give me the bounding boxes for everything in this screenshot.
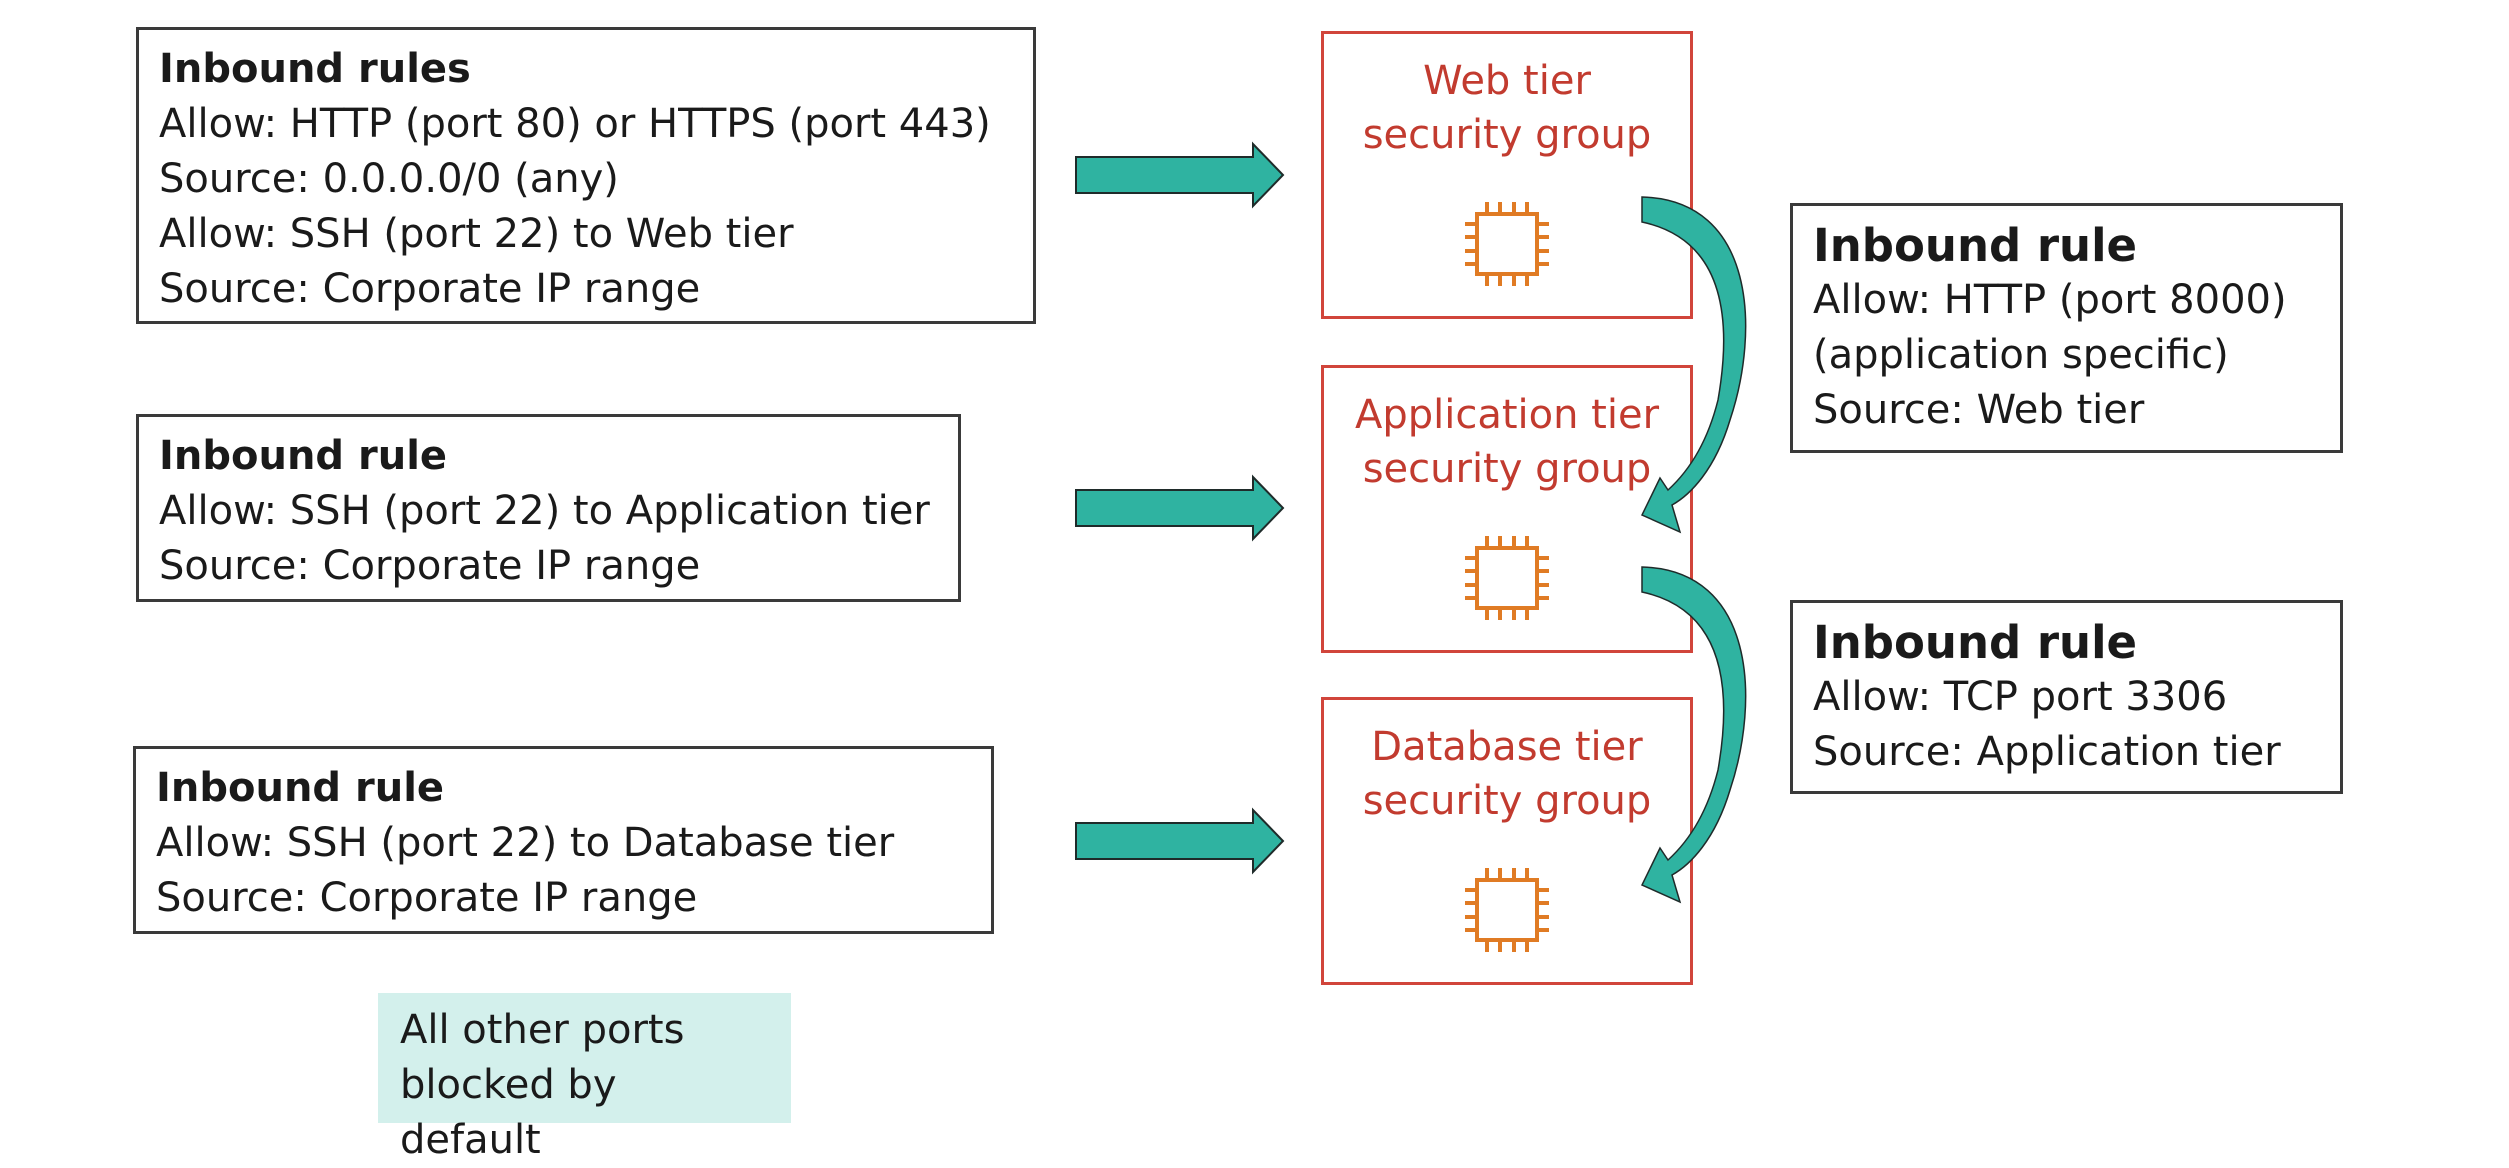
rule-line: Allow: TCP port 3306: [1813, 674, 2228, 720]
rule-line: Allow: SSH (port 22) to Web tier: [159, 211, 794, 257]
application-to-database-inbound-rule-box: Inbound rule Allow: TCP port 3306 Source…: [1790, 600, 2343, 794]
application-tier-security-group: Application tier security group: [1321, 365, 1693, 653]
application-tier-inbound-rule-box: Inbound rule Allow: SSH (port 22) to App…: [136, 414, 961, 602]
security-group-title: Web tier security group: [1324, 54, 1690, 162]
security-group-title: Database tier security group: [1324, 720, 1690, 828]
security-group-title: Application tier security group: [1324, 388, 1690, 496]
note-line1: All other ports: [400, 1007, 685, 1053]
arrows-layer: [1075, 141, 1747, 904]
arrow-to-database-tier: [1075, 807, 1285, 875]
arrow-to-web-tier: [1075, 141, 1285, 209]
chip-icon: [1465, 536, 1549, 620]
security-group-title-line1: Database tier: [1371, 724, 1643, 770]
curved-arrow-application-to-database: [1640, 566, 1747, 904]
security-group-title-line2: security group: [1362, 446, 1652, 492]
security-group-title-line2: security group: [1362, 778, 1652, 824]
rule-line: Allow: HTTP (port 80) or HTTPS (port 443…: [159, 101, 991, 147]
rule-line: Source: Application tier: [1813, 729, 2281, 775]
curved-arrow-web-to-application: [1640, 196, 1747, 534]
rule-title: Inbound rule: [1813, 616, 2138, 669]
rule-line: Source: 0.0.0.0/0 (any): [159, 156, 619, 202]
security-group-title-line2: security group: [1362, 112, 1652, 158]
rule-line: (application specific): [1813, 332, 2229, 378]
rule-line: Source: Corporate IP range: [159, 543, 701, 589]
rule-line: Source: Corporate IP range: [156, 875, 698, 921]
rule-title: Inbound rule: [156, 765, 445, 811]
rule-line: Source: Web tier: [1813, 387, 2145, 433]
chip-icon: [1465, 868, 1549, 952]
web-to-application-inbound-rule-box: Inbound rule Allow: HTTP (port 8000) (ap…: [1790, 203, 2343, 453]
chip-icon: [1465, 202, 1549, 286]
rule-title: Inbound rule: [1813, 219, 2138, 272]
rule-line: Allow: SSH (port 22) to Application tier: [159, 488, 930, 534]
security-group-title-line1: Application tier: [1354, 392, 1660, 438]
rule-title: Inbound rule: [159, 433, 448, 479]
rule-line: Allow: SSH (port 22) to Database tier: [156, 820, 895, 866]
rule-line: Source: Corporate IP range: [159, 266, 701, 312]
rule-title: Inbound rules: [159, 46, 471, 92]
arrow-to-application-tier: [1075, 474, 1285, 542]
rule-line: Allow: HTTP (port 8000): [1813, 277, 2287, 323]
security-group-title-line1: Web tier: [1423, 58, 1591, 104]
web-tier-inbound-rules-box: Inbound rules Allow: HTTP (port 80) or H…: [136, 27, 1036, 324]
database-tier-inbound-rule-box: Inbound rule Allow: SSH (port 22) to Dat…: [133, 746, 994, 934]
web-tier-security-group: Web tier security group: [1321, 31, 1693, 319]
database-tier-security-group: Database tier security group: [1321, 697, 1693, 985]
